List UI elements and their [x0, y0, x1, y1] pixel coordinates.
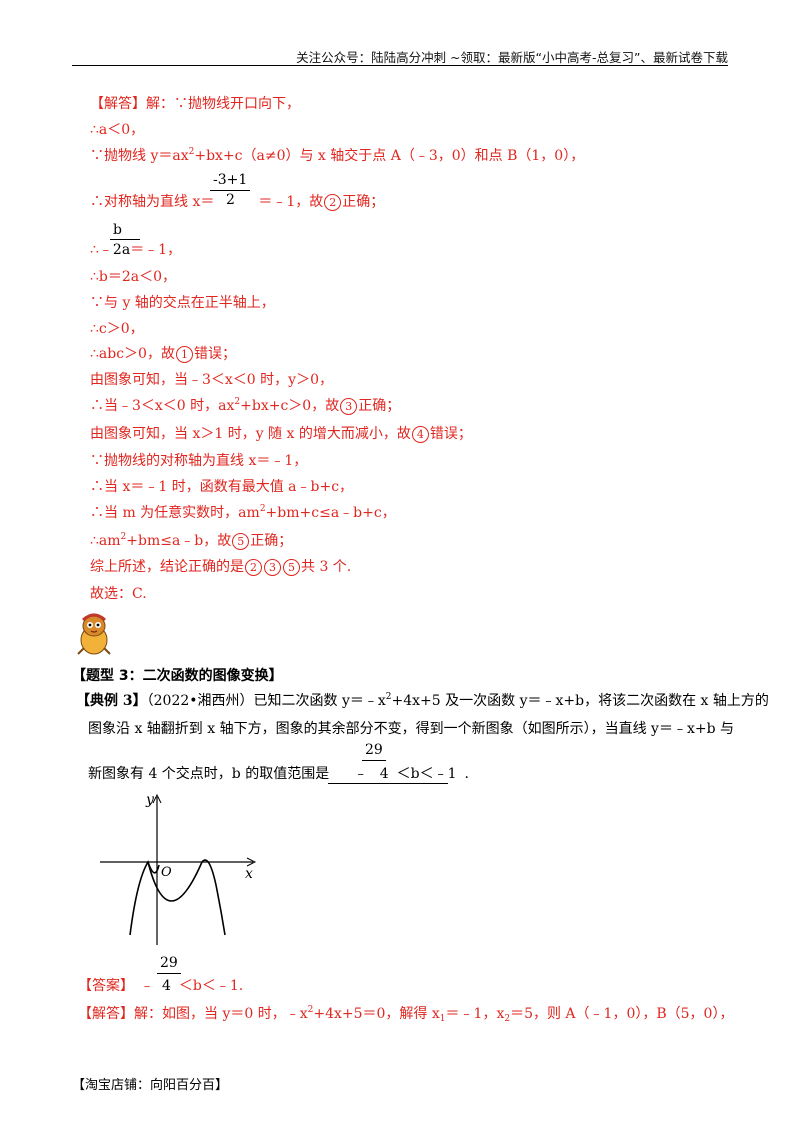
solution-line-1: 【解答】解：∵抛物线开口向下， — [90, 96, 300, 112]
circled-number: 3 — [340, 398, 358, 415]
circled-number: 1 — [175, 346, 193, 363]
header-rule — [72, 65, 728, 66]
x-axis-arrow — [246, 857, 257, 867]
example-line-1: 【典例 3】（2022•湘西州）已知二次函数 y＝﹣x2+4x+5 及一次函数 … — [76, 692, 769, 710]
y-axis-arrow — [152, 793, 162, 804]
origin-label: O — [161, 865, 172, 880]
mascot-icon — [77, 613, 111, 655]
fraction-bar — [362, 760, 386, 761]
x-axis-label: x — [245, 866, 253, 882]
circled-number: 2 — [324, 194, 342, 211]
fraction-bar — [210, 190, 250, 191]
fraction-numerator: -3+1 — [213, 172, 248, 188]
example-line-3: 新图象有 4 个交点时，b 的取值范围是 ﹣4＜b＜﹣1. — [88, 766, 469, 782]
solution-line-14: ∴当 x＝﹣1 时，函数有最大值 a﹣b+c， — [90, 479, 354, 495]
circled-number: 4 — [411, 426, 429, 443]
solution-line-8: ∴c＞0， — [90, 321, 144, 337]
solution-line-3: ∵抛物线 y＝ax2+bx+c（a≠0）与 x 轴交于点 A（﹣3，0）和点 B… — [90, 147, 585, 165]
solution-line-10: 由图象可知，当﹣3＜x＜0 时，y＞0， — [90, 372, 333, 388]
example-tag: 【典例 3】 — [76, 693, 147, 709]
fraction-numerator: b — [113, 222, 122, 238]
fraction-bar — [157, 973, 181, 974]
solution-tag: 【解答】 — [78, 1006, 134, 1022]
section-title: 【题型 3：二次函数的图像变换】 — [72, 668, 283, 684]
curve-middle — [147, 861, 203, 902]
answer-blank-underline — [328, 783, 448, 784]
solution-line-6: ∴b＝2a＜0， — [90, 269, 177, 285]
page-header: 关注公众号：陆陆高分冲刺 ~领取：最新版“小中高考-总复习”、最新试卷下载 — [296, 50, 728, 65]
fraction-numerator: 29 — [365, 742, 383, 758]
circled-number: 3 — [264, 559, 281, 576]
fraction-denominator: 2 — [226, 192, 235, 208]
y-axis-label: y — [145, 792, 155, 808]
solution-line-7: ∵与 y 轴的交点在正半轴上， — [90, 295, 275, 311]
solution-tag: 【解答】 — [90, 96, 146, 112]
fraction-numerator: 29 — [160, 955, 178, 971]
circled-number: 2 — [245, 559, 262, 576]
answer-line: 【答案】﹣4＜b＜﹣1. — [78, 978, 244, 994]
solution-line-2: ∴a＜0， — [90, 122, 145, 138]
curve-left — [129, 860, 160, 936]
circled-number: 5 — [283, 559, 300, 576]
solution-line-5: ∴﹣2a＝﹣1， — [90, 242, 182, 258]
page-footer: 【淘宝店铺：向阳百分百】 — [72, 1078, 229, 1093]
solution-line-15: ∴当 m 为任意实数时，am2+bm+c≤a﹣b+c， — [90, 504, 396, 522]
circled-number: 5 — [232, 533, 250, 550]
example-line-2: 图象沿 x 轴翻折到 x 轴下方，图象的其余部分不变，得到一个新图象（如图所示）… — [88, 721, 734, 737]
solution2-line-1: 【解答】解：如图，当 y＝0 时，﹣x2+4x+5＝0，解得 x1＝﹣1，x2＝… — [78, 1005, 734, 1024]
solution-line-13: ∵抛物线的对称轴为直线 x＝﹣1， — [90, 453, 308, 469]
function-graph: y x O — [100, 792, 257, 945]
curve-right — [201, 859, 226, 936]
fraction-bar — [110, 239, 140, 240]
answer-tag: 【答案】 — [78, 978, 134, 994]
solution-line-18: 故选：C. — [90, 586, 147, 602]
